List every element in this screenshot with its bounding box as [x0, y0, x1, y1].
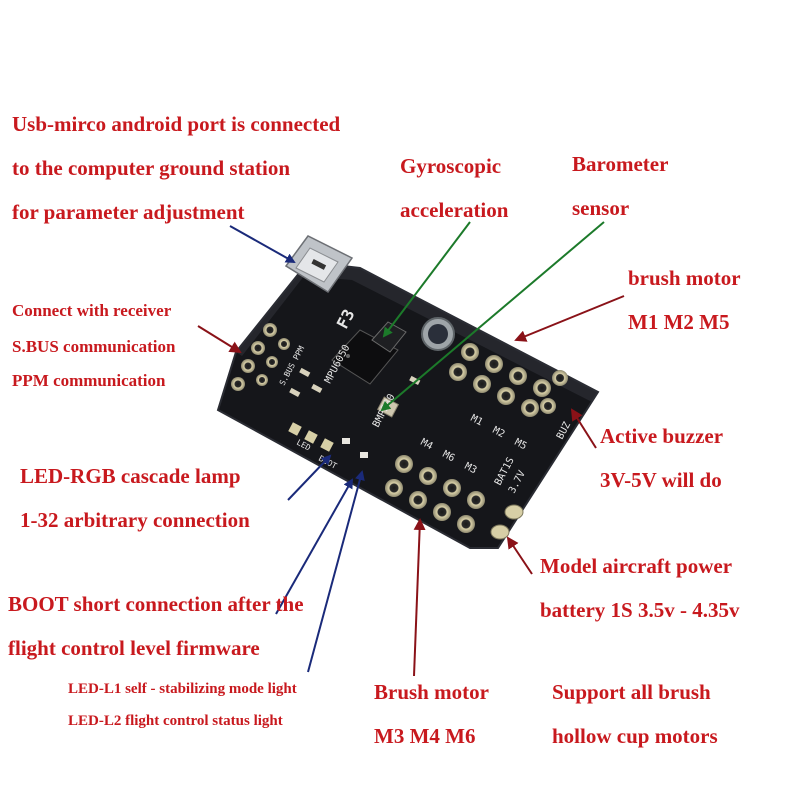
motor-pads-top: [449, 343, 568, 417]
support-label-line2: hollow cup motors: [552, 724, 718, 748]
usb-label-line2: to the computer ground station: [12, 156, 291, 180]
arrow-buzzer: [570, 408, 597, 449]
smd-components: [289, 367, 421, 458]
motor-pads-bottom: [385, 455, 485, 533]
led-l-label-line1: LED-L1 self - stabilizing mode light: [68, 681, 297, 697]
gyro-label-line1: Gyroscopic: [400, 154, 502, 178]
arrows: [197, 221, 625, 677]
led-rgb-label-line1: LED-RGB cascade lamp: [20, 464, 241, 488]
usb-label-line3: for parameter adjustment: [12, 200, 245, 224]
buzzer-label-line1: Active buzzer: [600, 424, 724, 448]
silk-m2: M2: [491, 425, 507, 440]
boot-label-line2: flight control level firmware: [8, 636, 260, 660]
arrow-boot: [275, 478, 353, 615]
usb-label-line1: Usb-mirco android port is connected: [12, 112, 341, 136]
silk-m5: M5: [513, 437, 529, 452]
arrow-receiver: [197, 325, 242, 354]
silk-m4: M4: [419, 437, 435, 452]
receiver-label-line1: Connect with receiver: [12, 301, 172, 320]
brush-bottom-label-line2: M3 M4 M6: [374, 724, 476, 748]
boot-label-line1: BOOT short connection after the: [8, 592, 304, 616]
led-rgb-label-line2: 1-32 arbitrary connection: [20, 508, 250, 532]
silk-m6: M6: [441, 449, 457, 464]
receiver-label-line3: PPM communication: [12, 371, 166, 390]
baro-label-line1: Barometer: [572, 152, 669, 176]
power-pads: [490, 504, 524, 540]
arrow-led-l: [307, 470, 365, 673]
arrow-led-rgb: [287, 454, 332, 501]
receiver-label-line2: S.BUS communication: [12, 337, 176, 356]
capacitor: [421, 317, 455, 351]
arrow-brush-bottom: [413, 518, 426, 677]
arrow-brush-top: [514, 295, 625, 342]
receiver-pads: [231, 323, 290, 391]
led-boot-pads: [288, 422, 334, 452]
usb-port: [284, 235, 354, 294]
baro-label-line2: sensor: [572, 196, 630, 220]
brush-top-label-line1: brush motor: [628, 266, 741, 290]
arrow-baro: [380, 221, 605, 412]
gyro-label-line2: acceleration: [400, 198, 509, 222]
silk-m1: M1: [469, 413, 485, 428]
buzzer-label-line2: 3V-5V will do: [600, 468, 722, 492]
power-label-line2: battery 1S 3.5v - 4.35v: [540, 598, 740, 622]
arrow-usb: [229, 225, 296, 263]
arrow-gyro: [382, 221, 471, 338]
brush-bottom-label-line1: Brush motor: [374, 680, 489, 704]
silk-m3: M3: [463, 461, 479, 476]
support-label-line1: Support all brush: [552, 680, 711, 704]
led-l-label-line2: LED-L2 flight control status light: [68, 713, 283, 729]
power-label-line1: Model aircraft power: [540, 554, 733, 578]
arrow-power: [506, 536, 533, 575]
brush-top-label-line2: M1 M2 M5: [628, 310, 730, 334]
